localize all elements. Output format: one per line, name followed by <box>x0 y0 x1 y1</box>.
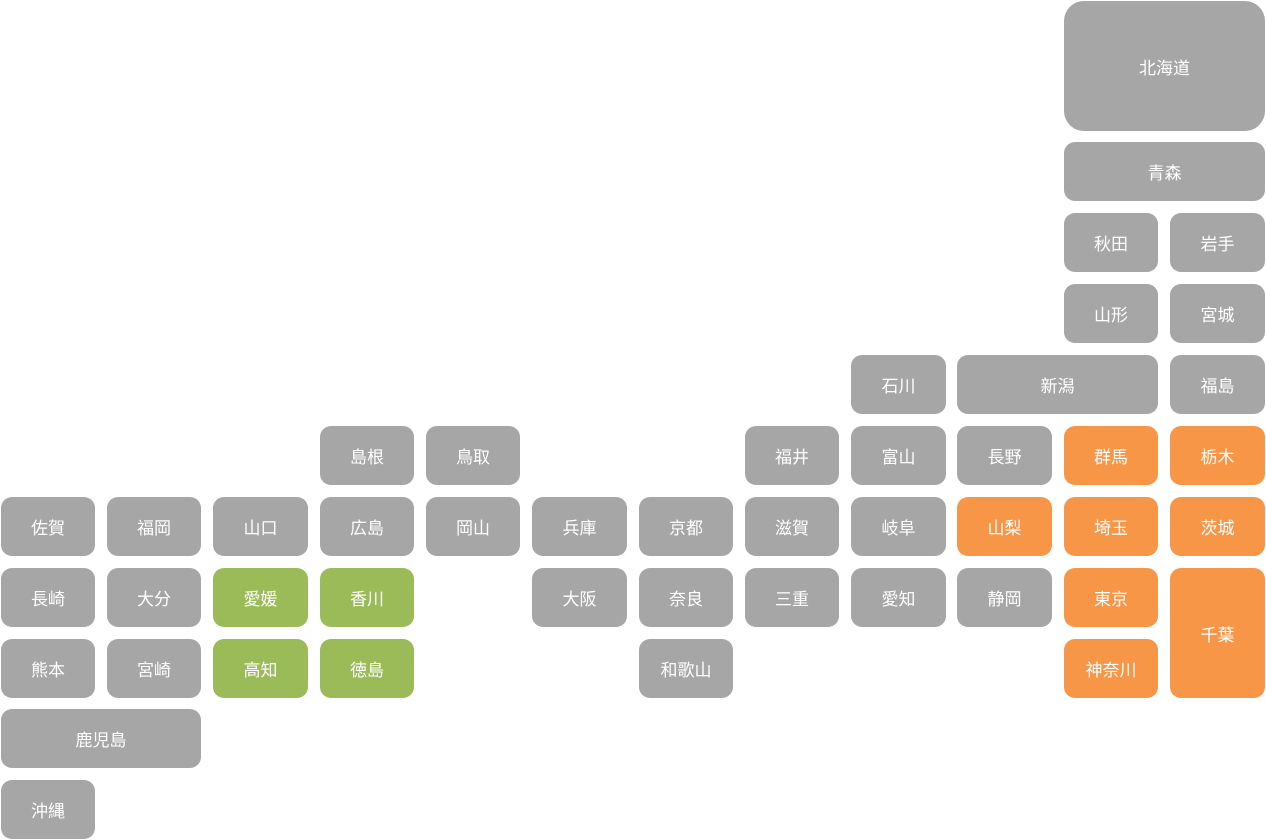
prefecture-chiba[interactable]: 千葉 <box>1170 568 1265 698</box>
prefecture-yamagata[interactable]: 山形 <box>1064 284 1158 343</box>
prefecture-ishikawa[interactable]: 石川 <box>851 355 946 414</box>
prefecture-fukui[interactable]: 福井 <box>745 426 839 485</box>
prefecture-kagoshima[interactable]: 鹿児島 <box>1 709 201 768</box>
prefecture-tochigi[interactable]: 栃木 <box>1170 426 1265 485</box>
prefecture-wakayama[interactable]: 和歌山 <box>639 639 733 698</box>
prefecture-mie[interactable]: 三重 <box>745 568 839 627</box>
prefecture-oita[interactable]: 大分 <box>107 568 201 627</box>
prefecture-gunma[interactable]: 群馬 <box>1064 426 1158 485</box>
prefecture-aichi[interactable]: 愛知 <box>851 568 946 627</box>
prefecture-hokkaido[interactable]: 北海道 <box>1064 1 1265 131</box>
prefecture-kyoto[interactable]: 京都 <box>639 497 733 556</box>
prefecture-nagasaki[interactable]: 長崎 <box>1 568 95 627</box>
prefecture-okayama[interactable]: 岡山 <box>426 497 520 556</box>
prefecture-okinawa[interactable]: 沖縄 <box>1 780 95 839</box>
prefecture-osaka[interactable]: 大阪 <box>532 568 627 627</box>
prefecture-akita[interactable]: 秋田 <box>1064 213 1158 272</box>
prefecture-ehime[interactable]: 愛媛 <box>213 568 308 627</box>
prefecture-tokyo[interactable]: 東京 <box>1064 568 1158 627</box>
prefecture-kagawa[interactable]: 香川 <box>320 568 414 627</box>
prefecture-kanagawa[interactable]: 神奈川 <box>1064 639 1158 698</box>
prefecture-fukushima[interactable]: 福島 <box>1170 355 1265 414</box>
prefecture-saga[interactable]: 佐賀 <box>1 497 95 556</box>
prefecture-iwate[interactable]: 岩手 <box>1170 213 1265 272</box>
prefecture-miyazaki[interactable]: 宮崎 <box>107 639 201 698</box>
prefecture-nagano[interactable]: 長野 <box>957 426 1052 485</box>
prefecture-yamaguchi[interactable]: 山口 <box>213 497 308 556</box>
prefecture-ibaraki[interactable]: 茨城 <box>1170 497 1265 556</box>
prefecture-kochi[interactable]: 高知 <box>213 639 308 698</box>
prefecture-hiroshima[interactable]: 広島 <box>320 497 414 556</box>
prefecture-hyogo[interactable]: 兵庫 <box>532 497 627 556</box>
prefecture-saitama[interactable]: 埼玉 <box>1064 497 1158 556</box>
prefecture-tokushima[interactable]: 徳島 <box>320 639 414 698</box>
prefecture-miyagi[interactable]: 宮城 <box>1170 284 1265 343</box>
prefecture-shizuoka[interactable]: 静岡 <box>957 568 1052 627</box>
prefecture-shimane[interactable]: 島根 <box>320 426 414 485</box>
prefecture-aomori[interactable]: 青森 <box>1064 142 1265 201</box>
prefecture-toyama[interactable]: 富山 <box>851 426 946 485</box>
prefecture-kumamoto[interactable]: 熊本 <box>1 639 95 698</box>
prefecture-shiga[interactable]: 滋賀 <box>745 497 839 556</box>
prefecture-nara[interactable]: 奈良 <box>639 568 733 627</box>
prefecture-fukuoka[interactable]: 福岡 <box>107 497 201 556</box>
prefecture-tottori[interactable]: 鳥取 <box>426 426 520 485</box>
prefecture-yamanashi[interactable]: 山梨 <box>957 497 1052 556</box>
prefecture-niigata[interactable]: 新潟 <box>957 355 1158 414</box>
prefecture-gifu[interactable]: 岐阜 <box>851 497 946 556</box>
